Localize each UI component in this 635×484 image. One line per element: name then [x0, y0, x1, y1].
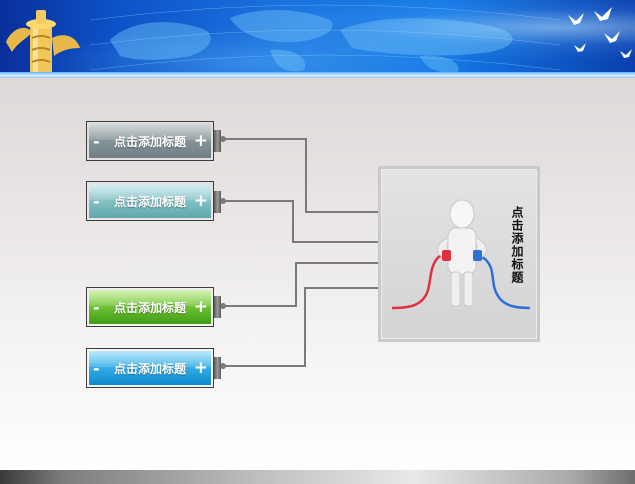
banner-sheen: [0, 0, 635, 78]
title-tag-4[interactable]: - 点击添加标题 +: [86, 348, 214, 388]
plus-icon: +: [193, 358, 208, 378]
title-tag-3[interactable]: - 点击添加标题 +: [86, 287, 214, 327]
tag-gloss: [89, 184, 211, 201]
panel-inner: 点击添加标题: [381, 169, 537, 339]
person-with-plugs-icon: [391, 199, 531, 310]
header-banner: [0, 0, 635, 78]
tag-label: 点击添加标题: [113, 300, 186, 315]
minus-icon: -: [93, 191, 100, 211]
plug-connector: [214, 191, 221, 213]
tag-body: - 点击添加标题 +: [89, 351, 211, 385]
tag-label: 点击添加标题: [113, 134, 186, 149]
panel-title: 点击添加标题: [510, 206, 524, 284]
plus-icon: +: [193, 297, 208, 317]
minus-icon: -: [93, 297, 100, 317]
tag-gloss: [89, 351, 211, 368]
tag-body: - 点击添加标题 +: [89, 290, 211, 324]
image-panel[interactable]: 点击添加标题: [378, 166, 540, 342]
tag-body: - 点击添加标题 +: [89, 124, 211, 158]
plug-connector: [214, 130, 221, 152]
plus-icon: +: [193, 191, 208, 211]
title-tag-1[interactable]: - 点击添加标题 +: [86, 121, 214, 161]
banner-divider-line: [0, 72, 635, 78]
tag-label: 点击添加标题: [113, 194, 186, 209]
plus-icon: +: [193, 131, 208, 151]
footer-bar: [0, 470, 635, 484]
minus-icon: -: [93, 358, 100, 378]
tag-body: - 点击添加标题 +: [89, 184, 211, 218]
doves-icon: [568, 7, 632, 58]
plug-connector: [214, 296, 221, 318]
minus-icon: -: [93, 131, 100, 151]
tag-gloss: [89, 124, 211, 141]
huabiao-pillar-icon: [6, 10, 80, 78]
plug-connector: [214, 357, 221, 379]
tag-gloss: [89, 290, 211, 307]
title-tag-2[interactable]: - 点击添加标题 +: [86, 181, 214, 221]
tag-label: 点击添加标题: [113, 361, 186, 376]
